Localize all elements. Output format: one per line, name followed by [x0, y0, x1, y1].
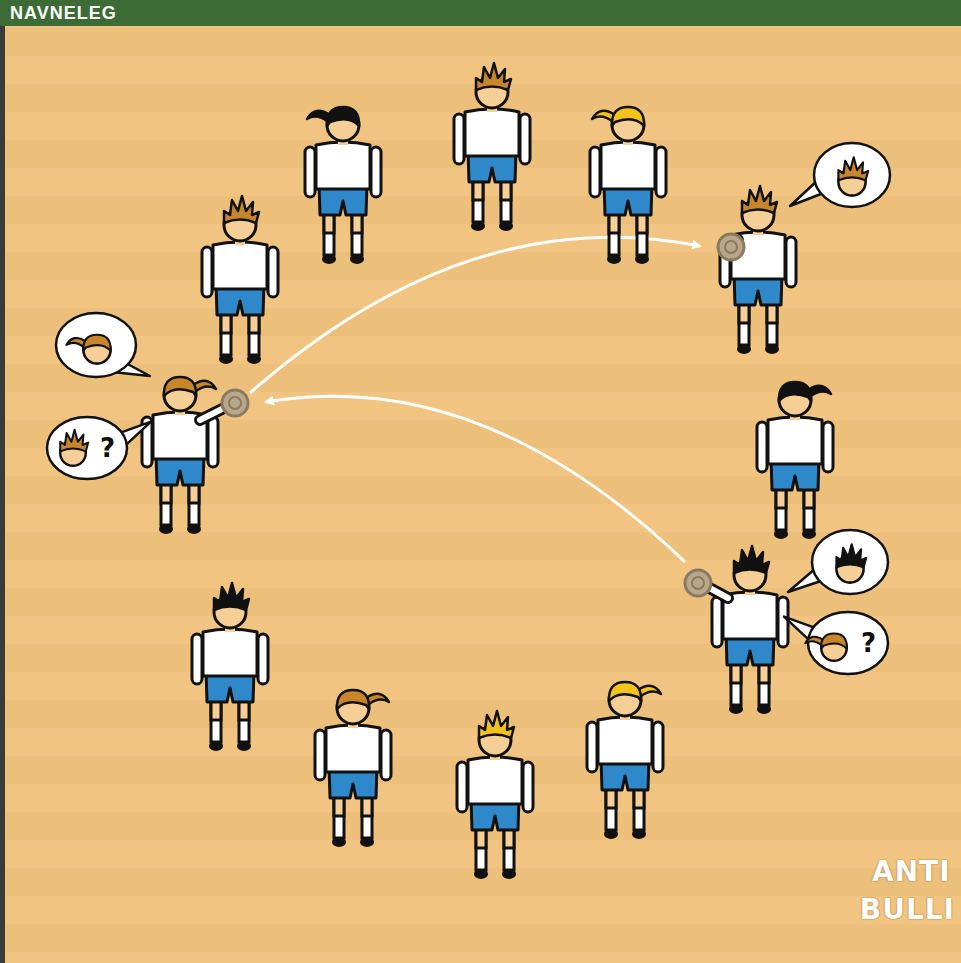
bubble-outline — [45, 415, 129, 481]
face-icon — [60, 430, 88, 466]
bubble-ellipse — [47, 417, 127, 479]
speech-bubble: ? — [45, 415, 129, 481]
title-bar: NAVNELEG — [0, 0, 961, 26]
bubble-outline — [806, 610, 890, 676]
face-icon — [805, 634, 847, 661]
speech-bubble: ? — [806, 610, 890, 676]
watermark-text: BULLI — [860, 896, 955, 924]
face-hair — [805, 634, 847, 649]
bubble-text: ? — [100, 435, 115, 461]
hair-shape — [60, 430, 88, 452]
page-title: NAVNELEG — [0, 0, 117, 26]
hair-shape — [805, 634, 847, 649]
watermark-text: ANTI — [872, 858, 951, 886]
bubble-text: ? — [861, 630, 876, 656]
face-hair — [60, 430, 88, 452]
page-edge — [0, 0, 5, 963]
